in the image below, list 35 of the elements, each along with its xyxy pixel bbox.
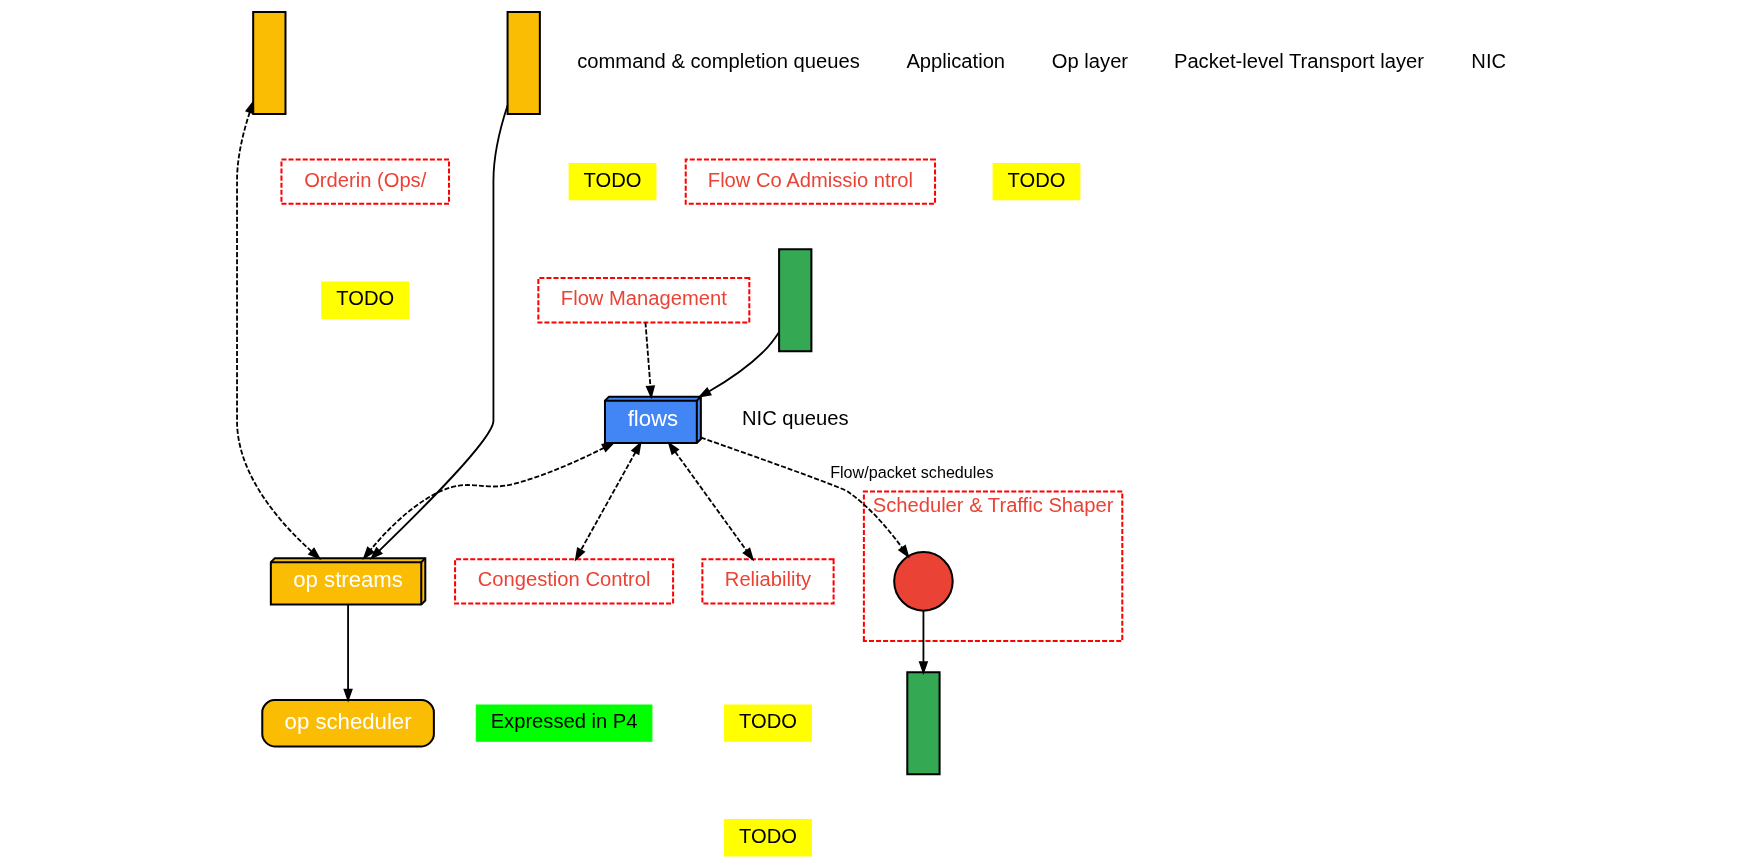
node-box: op scheduler — [260, 698, 435, 748]
edge-label: Flow/packet schedules — [829, 463, 993, 482]
node-bar — [905, 671, 941, 776]
node-bar — [506, 11, 541, 116]
arrow — [644, 321, 655, 400]
node-box: Orderin (Ops/ — [279, 158, 450, 205]
arrow — [697, 331, 780, 398]
node-box: Flow Management — [536, 277, 750, 324]
arrow — [361, 441, 615, 560]
node-box: TODO — [992, 162, 1080, 201]
node-box: TODO — [568, 162, 656, 201]
label: NIC queues — [741, 406, 849, 429]
node-box: TODO — [320, 281, 409, 319]
node-box: Expressed in P4 — [475, 704, 652, 742]
node-box: Reliability — [700, 558, 835, 605]
node-bar — [777, 248, 812, 353]
arrow — [342, 603, 353, 703]
node-box: TODO — [723, 819, 812, 857]
node-circle — [892, 551, 954, 612]
arrow — [369, 104, 508, 560]
arrow — [574, 441, 642, 562]
node-box: Flow Co Admissio ntrol — [684, 158, 936, 205]
node-box: Congestion Control — [453, 558, 674, 605]
label: Packet-level Transport layer — [1173, 50, 1424, 73]
node-box: TODO — [723, 704, 812, 742]
arrow — [918, 609, 928, 675]
node-bar — [251, 11, 286, 116]
label: command & completion queues — [576, 50, 860, 73]
cluster: Scheduler & Traffic Shaper — [862, 490, 1123, 642]
label: Application — [905, 50, 1005, 73]
arrow — [699, 436, 910, 559]
label: NIC — [1470, 50, 1506, 73]
label: Op layer — [1051, 50, 1128, 73]
arrow — [667, 441, 754, 562]
arrow — [235, 99, 321, 560]
